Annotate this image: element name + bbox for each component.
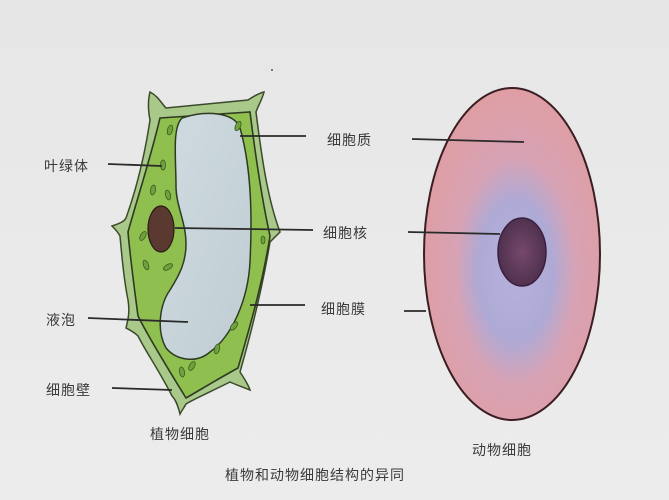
plant-cell — [110, 90, 281, 417]
paper-speck — [271, 69, 273, 71]
plant-vacuole — [159, 112, 252, 360]
animal-cell — [423, 87, 601, 421]
label-cytoplasm: 细胞质 — [327, 133, 372, 149]
label-nucleus: 细胞核 — [323, 226, 368, 242]
animal-nucleus — [497, 217, 547, 287]
label-cell-membrane: 细胞膜 — [321, 302, 366, 318]
plant-nucleus — [147, 205, 175, 253]
label-vacuole: 液泡 — [46, 313, 76, 329]
chloroplasts — [139, 120, 266, 378]
label-chloroplast: 叶绿体 — [44, 159, 89, 175]
caption-animal-cell: 动物细胞 — [472, 443, 532, 459]
caption-plant-cell: 植物细胞 — [150, 427, 210, 443]
figure-title: 植物和动物细胞结构的异同 — [225, 468, 405, 484]
label-lines — [87, 135, 525, 391]
label-cell-wall: 细胞壁 — [46, 383, 91, 399]
